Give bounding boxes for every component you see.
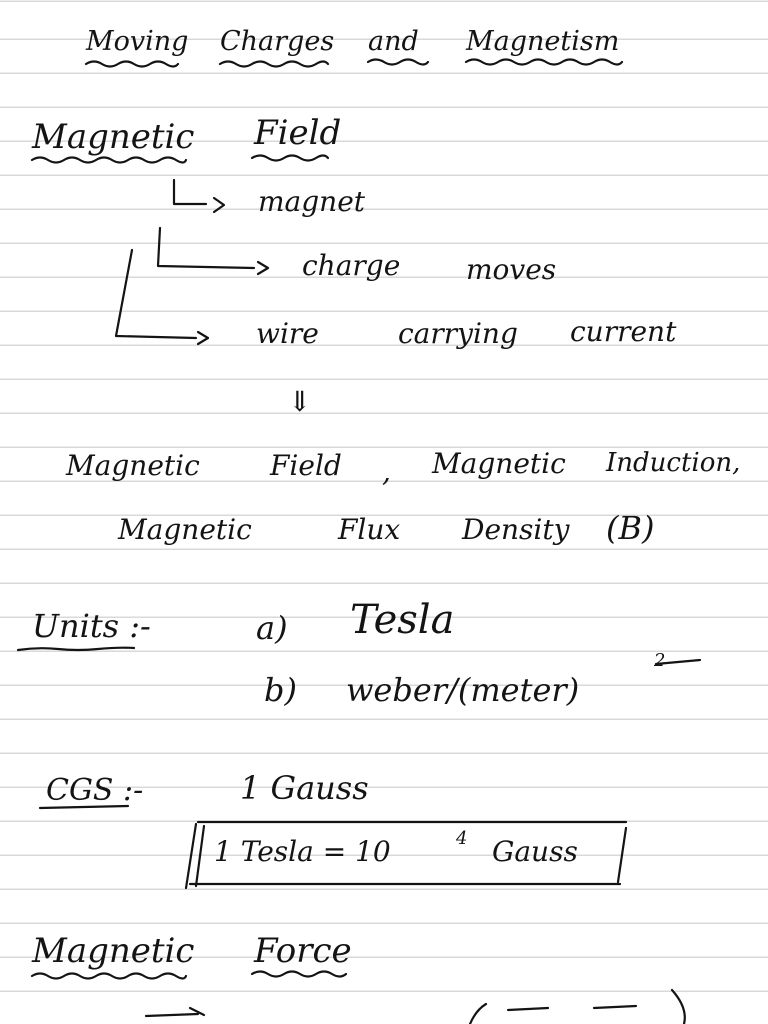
section-heading-magnetic: Magnetic [32, 117, 195, 157]
source-magnet: magnet [258, 185, 366, 218]
title-word-charges: Charges [220, 26, 335, 57]
source-moves-word: moves [466, 253, 557, 286]
relation-box-right [616, 826, 628, 884]
section-heading-force: Force [254, 931, 352, 971]
relation-box-left [184, 822, 198, 890]
bottom-paren-partial [468, 1002, 488, 1024]
relation-exponent: 4 [456, 828, 468, 849]
units-exponent: 2 [654, 650, 666, 671]
bottom-paren-right-partial [670, 988, 686, 1024]
heading-underline-magnetic-2 [30, 972, 188, 980]
title-word-moving: Moving [86, 26, 189, 57]
title-word-and: and [368, 26, 419, 57]
heading-underline-field [250, 154, 330, 162]
arrowhead-charge [256, 260, 270, 276]
name-comma: , [382, 455, 391, 488]
bottom-arrow-partial [144, 1012, 200, 1018]
branch-magnet [172, 178, 208, 206]
branch-wire [114, 248, 198, 340]
branch-charge [156, 226, 256, 270]
name-magnetic-1: Magnetic [66, 449, 200, 482]
section-heading-field: Field [254, 113, 342, 153]
title-underline-and [366, 58, 430, 66]
title-underline-charges [218, 60, 330, 68]
units-label: Units :- [32, 607, 151, 645]
heading-underline-magnetic [30, 156, 188, 164]
bottom-overline-partial-2 [592, 1004, 638, 1010]
name-magnetic-2: Magnetic [432, 447, 566, 480]
tesla-gauss-relation: 1 Tesla = 10 [214, 835, 391, 868]
units-a-marker: a) [256, 609, 288, 647]
source-carrying-word: carrying [398, 317, 518, 350]
heading-underline-force [250, 970, 348, 978]
name-density: Density [462, 513, 570, 546]
relation-gauss-unit: Gauss [492, 835, 578, 868]
source-charge-word: charge [302, 249, 401, 282]
implies-arrow-icon: ⇓ [288, 385, 312, 418]
name-flux: Flux [338, 513, 401, 546]
relation-box-left-inner [194, 824, 206, 888]
name-symbol-b: (B) [606, 509, 655, 547]
arrowhead-wire [196, 330, 210, 346]
source-wire-word: wire [256, 317, 319, 350]
source-current-word: current [570, 315, 677, 348]
bottom-overline-partial [506, 1006, 550, 1012]
bottom-arrowhead-partial [188, 1006, 206, 1017]
cgs-gauss: 1 Gauss [240, 769, 369, 807]
title-word-magnetism: Magnetism [466, 26, 620, 57]
name-field: Field [270, 449, 342, 482]
arrowhead-magnet [212, 196, 226, 214]
title-underline-moving [84, 60, 180, 68]
name-induction: Induction, [606, 448, 741, 478]
cgs-label: CGS :- [46, 773, 144, 808]
section-heading-magnetic-2: Magnetic [32, 931, 195, 971]
title-underline-magnetism [464, 58, 624, 66]
units-underline [16, 646, 136, 652]
units-b-marker: b) [264, 671, 297, 709]
units-weber-per-meter: weber/(meter) [346, 671, 580, 709]
units-tesla: Tesla [350, 597, 455, 643]
name-magnetic-3: Magnetic [118, 513, 252, 546]
